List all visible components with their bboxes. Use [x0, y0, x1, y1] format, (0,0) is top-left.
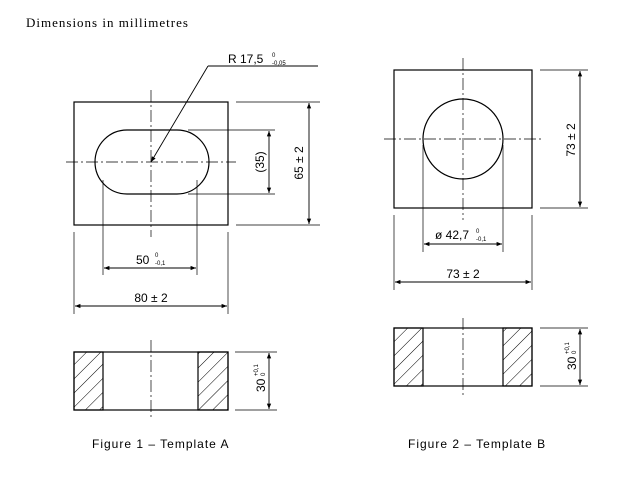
thickness-b-label: 30 [565, 356, 579, 370]
overall-height-label: 65 ± 2 [292, 146, 306, 180]
radius-leader [150, 65, 209, 163]
radius-tol-lower: -0,05 [272, 61, 286, 67]
template-b-top-view [384, 58, 588, 290]
b-overall-height-label: 73 ± 2 [564, 123, 578, 157]
template-a-section-view [73, 340, 277, 420]
template-a-top-view [66, 65, 320, 314]
slot-length-label: 50 [136, 253, 150, 267]
thickness-b-tol-upper: +0,1 [565, 341, 571, 354]
radius-label: R 17,5 [228, 52, 264, 66]
b-overall-width-label: 73 ± 2 [446, 267, 480, 281]
slot-length-tol-upper: 0 [155, 253, 159, 259]
thickness-a-tol-upper: +0,1 [254, 363, 260, 376]
template-b-hatch-right [502, 327, 533, 387]
overall-width-label: 80 ± 2 [134, 291, 168, 305]
figure-1-caption: Figure 1 – Template A [92, 437, 230, 451]
template-b-section-view [393, 318, 588, 396]
template-b-hatch-left [393, 327, 424, 387]
hole-diameter-label: ø 42,7 [435, 228, 469, 242]
template-a-hatch-right [197, 351, 229, 411]
radius-tol-upper: 0 [272, 53, 276, 59]
units-note: Dimensions in millimetres [26, 15, 189, 30]
thickness-a-label: 30 [254, 378, 268, 392]
template-a-hatch-left [73, 351, 104, 411]
hole-tol-lower: -0,1 [476, 237, 487, 243]
template-a-slot [94, 129, 210, 195]
thickness-a-tol-lower: 0 [261, 372, 267, 376]
hole-tol-upper: 0 [476, 229, 480, 235]
slot-height-label: (35) [253, 151, 267, 172]
figure-2-caption: Figure 2 – Template B [408, 437, 547, 451]
thickness-b-tol-lower: 0 [572, 350, 578, 354]
slot-length-tol-lower: -0,1 [155, 261, 166, 267]
